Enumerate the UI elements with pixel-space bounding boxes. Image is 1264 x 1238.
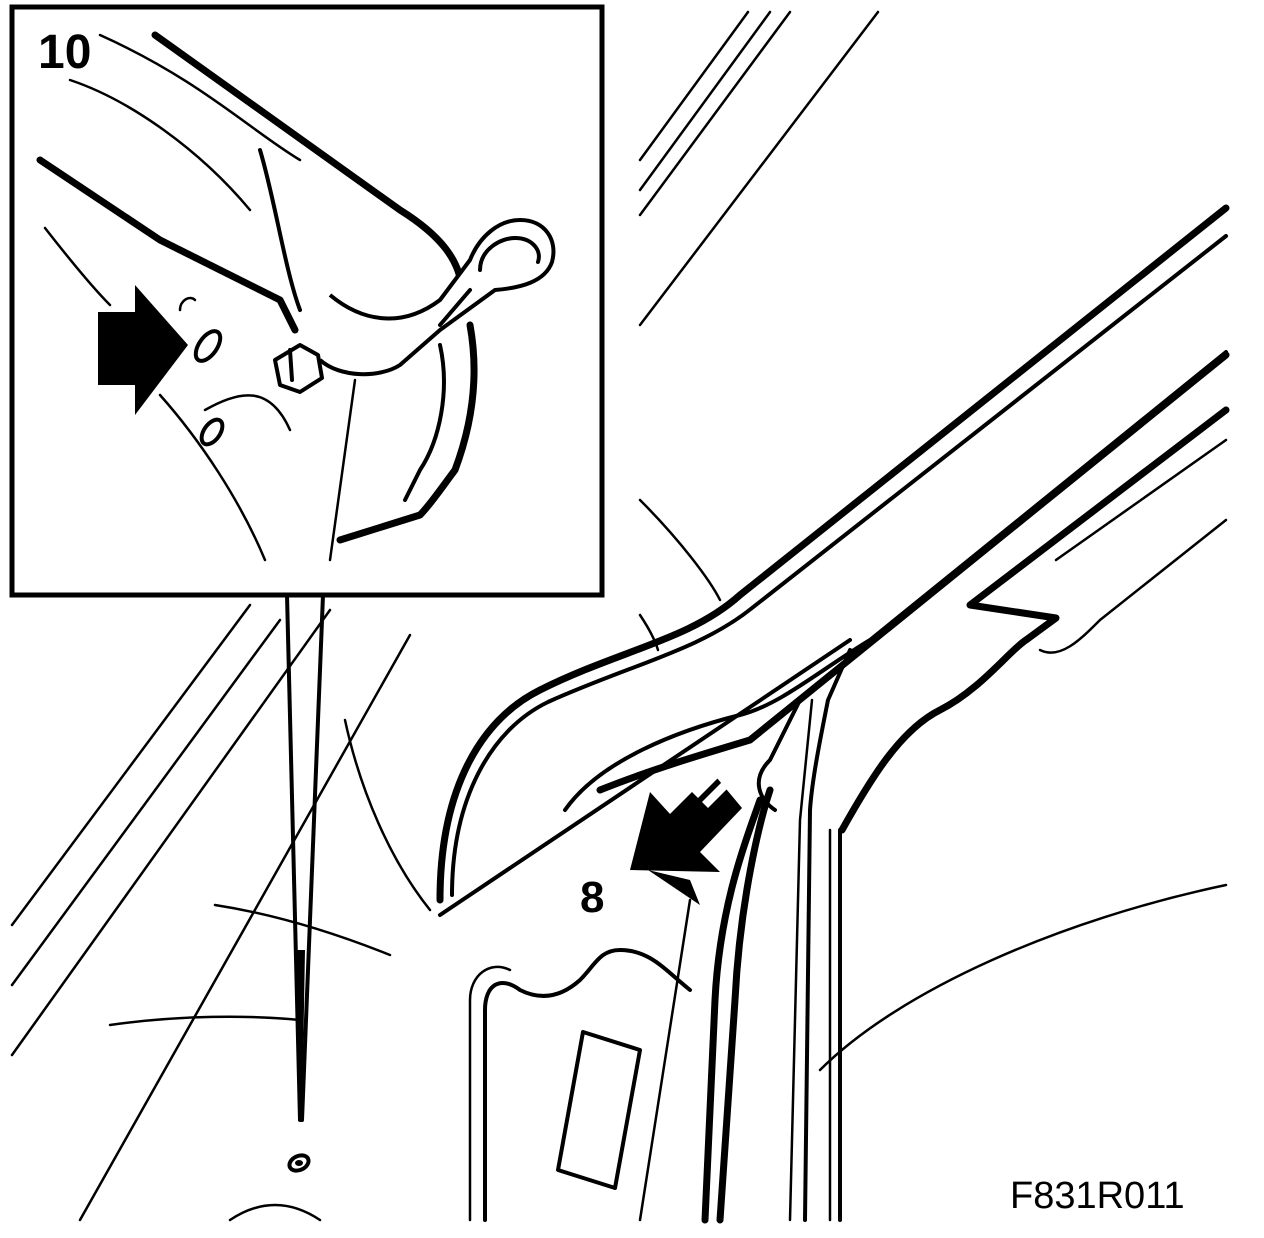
step-10-label: 10 [38,26,91,79]
lower-glass-lines [10,603,412,1222]
background-curves [108,498,1228,1222]
arrow-step-10 [98,285,188,415]
detail-inset [9,4,605,598]
door-panel [468,898,692,1222]
window-glass-lines [638,10,880,327]
arrow-step-8 [630,762,742,905]
door-frame [436,204,1230,917]
step-8-label: 8 [580,873,604,922]
b-pillar [701,406,1230,1224]
bolt-hole-inner [295,1160,303,1166]
callout-pointer [285,593,325,1122]
figure-code: F831R011 [1010,1175,1185,1217]
bolt-hole [287,1153,311,1173]
